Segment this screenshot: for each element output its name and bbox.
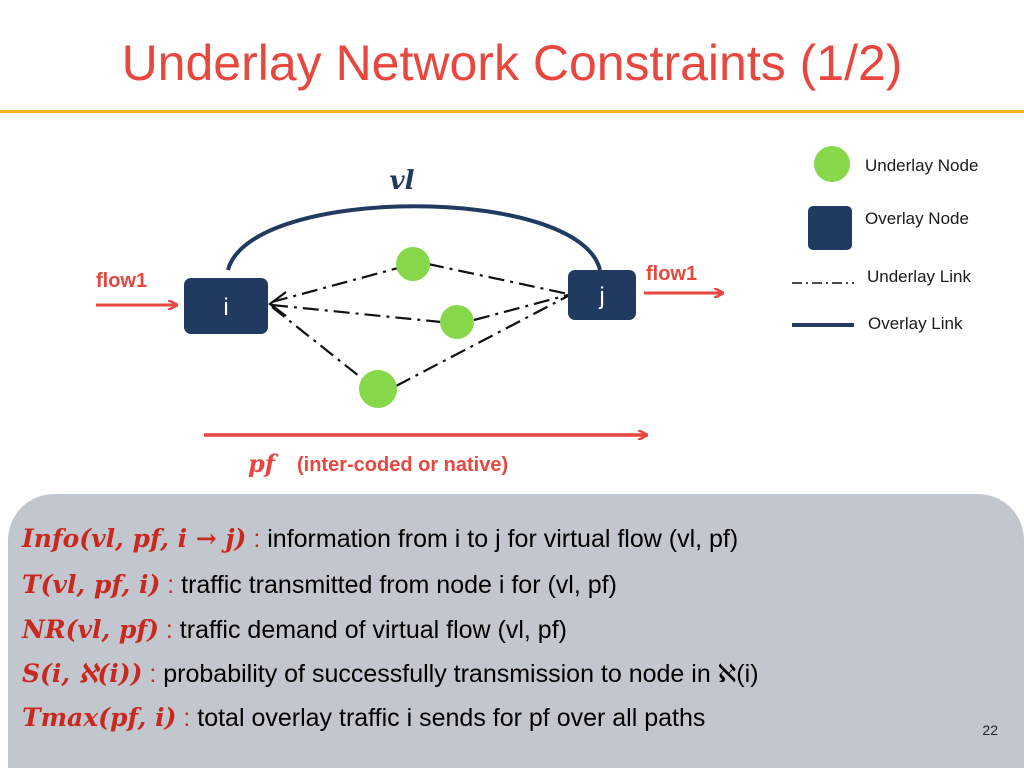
definition-info: Info(vl, pf, i → j) : information from i… xyxy=(22,524,738,554)
underlay-node-middle xyxy=(440,305,474,339)
legend-underlay-node-swatch xyxy=(814,146,850,182)
overlay-node-j-label: j xyxy=(598,283,604,310)
definition-traffic-symbol: T(vl, pf, i) xyxy=(22,570,161,599)
definition-tmax-symbol: Tmax(pf, i) xyxy=(22,703,177,732)
definition-traffic-separator: : xyxy=(160,571,182,599)
overlay-node-i xyxy=(184,278,268,334)
definition-tmax-separator: : xyxy=(176,704,198,732)
legend-overlay-node-label: Overlay Node xyxy=(865,209,969,228)
overlay-link-arc xyxy=(226,204,602,271)
pf-note: (inter-coded or native) xyxy=(297,454,508,476)
underlay-node-bottom xyxy=(359,370,397,408)
flow-left-label: flow1 xyxy=(96,270,147,292)
definition-tmax: Tmax(pf, i) : total overlay traffic i se… xyxy=(22,703,705,733)
definition-info-text: information from i to j for virtual flow… xyxy=(267,525,739,553)
definition-tmax-text: total overlay traffic i sends for pf ove… xyxy=(197,704,706,732)
overlay-node-i-label: i xyxy=(223,294,228,321)
title-divider xyxy=(0,110,1024,113)
legend-underlay-link-label: Underlay Link xyxy=(867,267,971,286)
underlay-link-top-j xyxy=(427,262,569,296)
flow-right-label: flow1 xyxy=(646,263,697,285)
legend-overlay-node-swatch xyxy=(808,206,852,250)
underlay-link-i-bottom xyxy=(271,306,365,381)
definition-demand-separator: : xyxy=(158,616,180,644)
underlay-link-i-mid xyxy=(271,303,442,324)
definitions-panel xyxy=(8,494,1024,768)
definition-traffic-text: traffic transmitted from node i for (vl,… xyxy=(181,571,617,599)
underlay-link-bottom-j xyxy=(395,295,569,387)
definition-probability-separator: : xyxy=(142,660,164,688)
definition-traffic: T(vl, pf, i) : traffic transmitted from … xyxy=(22,570,617,600)
definition-info-symbol: Info(vl, pf, i → j) xyxy=(22,524,247,553)
underlay-link-mid-j xyxy=(473,293,569,322)
underlay-link-i-top xyxy=(271,266,399,304)
pf-label: pf xyxy=(248,449,279,478)
vl-label: vl xyxy=(390,166,415,196)
definition-demand-text: traffic demand of virtual flow (vl, pf) xyxy=(179,616,567,644)
definition-probability-text: probability of successfully transmission… xyxy=(163,660,759,688)
definition-probability-symbol: S(i, ℵ(i)) xyxy=(22,659,143,688)
definition-probability: S(i, ℵ(i)) : probability of successfully… xyxy=(22,659,759,689)
overlay-node-j xyxy=(568,270,636,320)
underlay-node-top xyxy=(396,247,430,281)
definition-info-separator: : xyxy=(246,525,268,553)
arrowhead-into-i xyxy=(268,291,287,317)
legend-underlay-node-label: Underlay Node xyxy=(865,156,978,175)
definition-demand: NR(vl, pf) : traffic demand of virtual f… xyxy=(22,615,567,645)
page-number: 22 xyxy=(982,722,998,738)
definition-demand-symbol: NR(vl, pf) xyxy=(22,615,159,644)
slide-title: Underlay Network Constraints (1/2) xyxy=(121,35,903,91)
network-diagram: vl i j flow1 flow1 pf (inter-coded or na… xyxy=(96,146,978,478)
legend-overlay-link-label: Overlay Link xyxy=(868,314,963,333)
